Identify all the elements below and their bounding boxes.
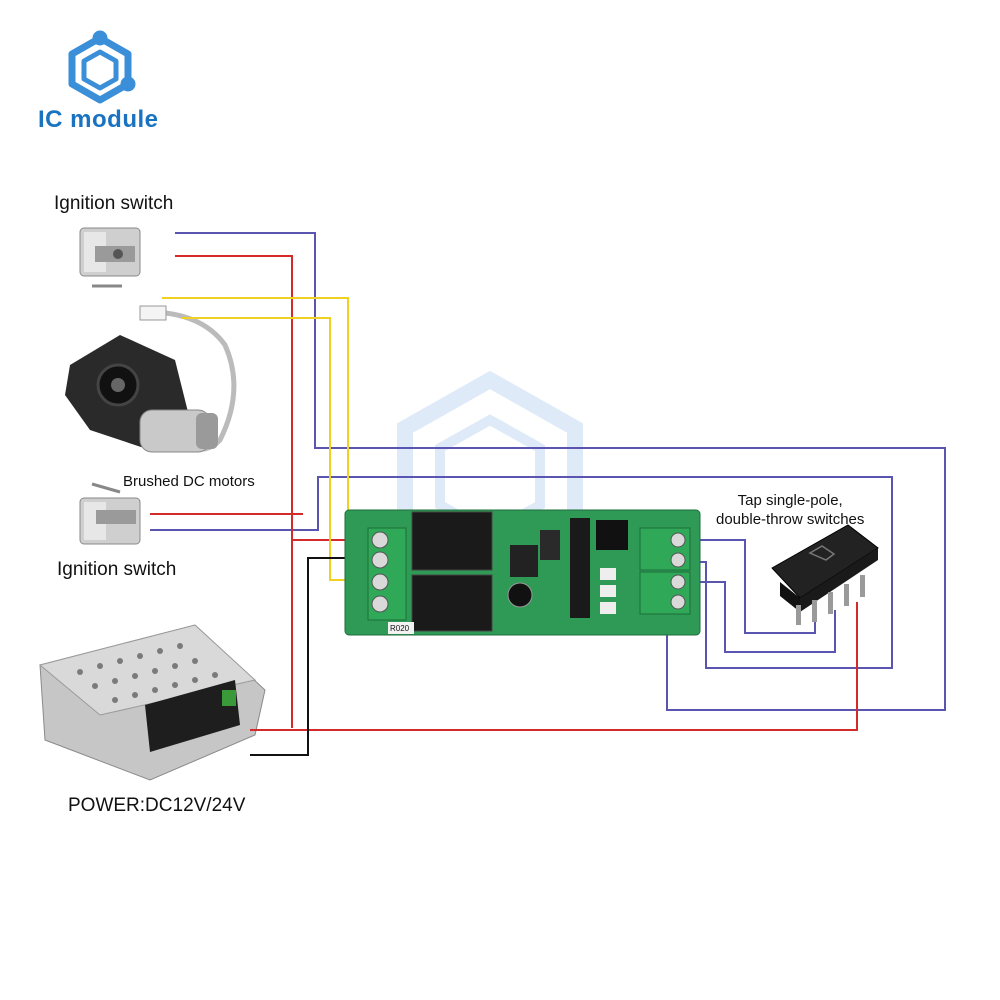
brushed-dc-motors-label: Brushed DC motors	[123, 473, 255, 490]
logo-text: IC module	[38, 106, 159, 133]
resistor-label: R020	[390, 624, 410, 633]
rocker-switch-label-line1: Tap single-pole,	[737, 492, 843, 509]
ignition-switch-label-top: Ignition switch	[54, 193, 174, 214]
ignition-switch-bottom-image	[79, 482, 141, 545]
signal-wires	[150, 232, 946, 711]
rocker-switch-image	[771, 524, 879, 625]
ground-wire	[250, 557, 380, 756]
brushed-dc-motor-image	[65, 305, 237, 453]
power-wires	[150, 255, 858, 731]
rocker-switch-label: Tap single-pole, double-throw switches	[716, 491, 864, 529]
rocker-switch-label-line2: double-throw switches	[716, 511, 865, 528]
relay-board: R020	[344, 509, 701, 636]
ignition-switch-top-image	[79, 227, 141, 288]
power-supply-image	[38, 624, 266, 781]
resistor	[388, 622, 414, 634]
ignition-switch-label-bottom: Ignition switch	[57, 559, 177, 580]
power-label: POWER:DC12V/24V	[68, 795, 246, 816]
hexagon-circuit-logo-icon	[68, 30, 136, 104]
